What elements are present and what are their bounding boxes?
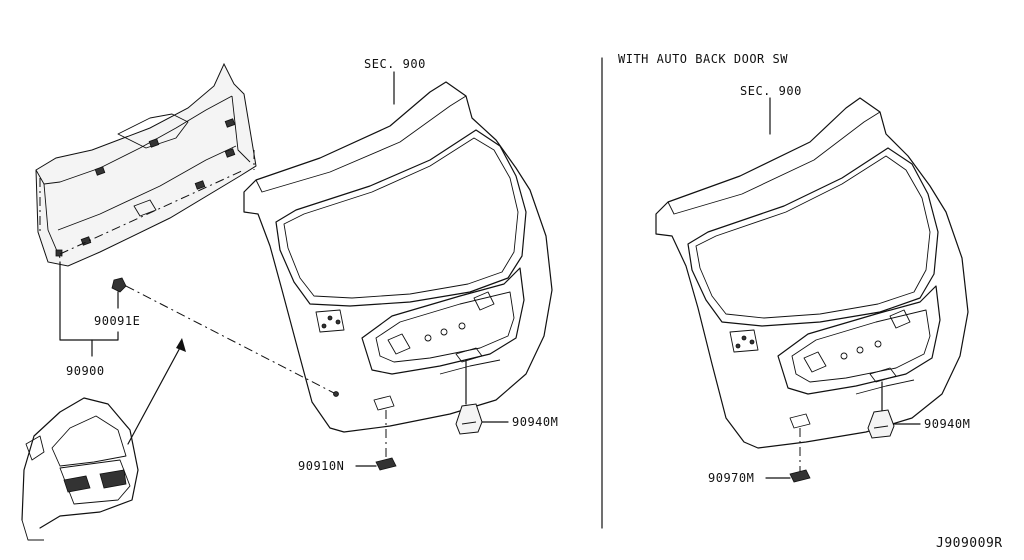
diagram-code: J909009R (936, 536, 1003, 551)
lamp-90940m-left-shape (455, 403, 509, 435)
switch-90970m-shape (765, 469, 811, 483)
variant-title: WITH AUTO BACK DOOR SW (618, 52, 788, 66)
part-label-90970m: 90970M (708, 471, 755, 485)
part-label-90900: 90900 (66, 364, 105, 378)
clip-90091e-shape (111, 277, 127, 309)
part-label-90940m-right: 90940M (924, 417, 971, 431)
lamp-90940m-right-shape (867, 409, 921, 439)
back-door-finisher-illustration (35, 62, 257, 267)
vehicle-rear-illustration (21, 397, 139, 541)
sec-ref-left: SEC. 900 (364, 57, 426, 71)
leader-90900 (59, 261, 119, 341)
switch-90910n-shape (355, 457, 397, 471)
back-door-right-illustration (655, 97, 969, 472)
back-door-left-illustration (243, 81, 553, 460)
part-label-90910n: 90910N (298, 459, 345, 473)
part-label-90091e: 90091E (94, 314, 141, 328)
part-label-90940m-left: 90940M (512, 415, 559, 429)
sec-ref-right: SEC. 900 (740, 84, 802, 98)
leader-clip-to-door (125, 285, 337, 395)
